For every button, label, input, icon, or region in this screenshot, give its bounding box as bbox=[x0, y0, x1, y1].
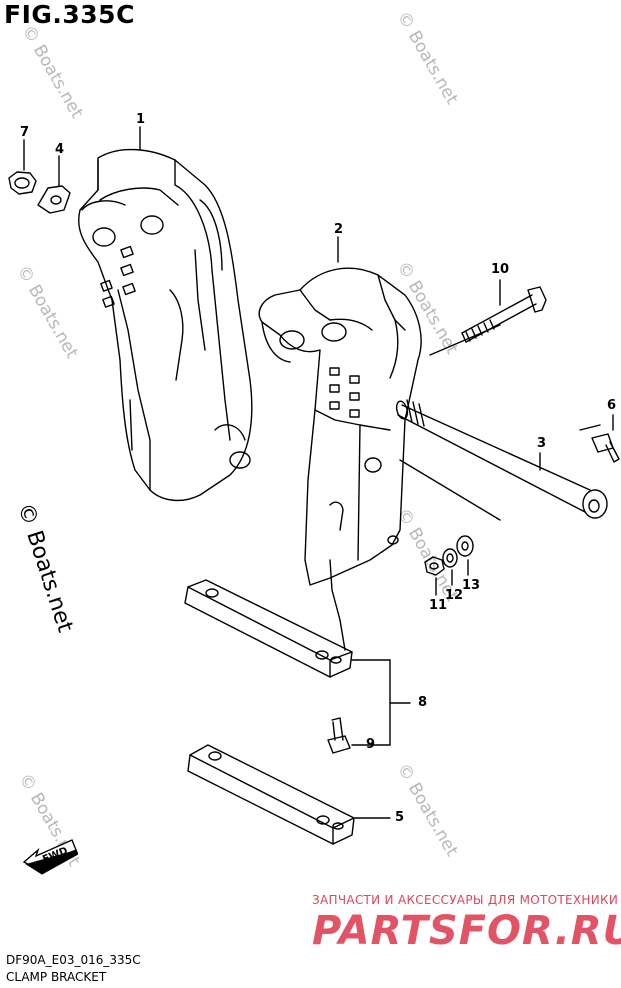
callout-3: 3 bbox=[537, 436, 547, 451]
callout-8: 8 bbox=[418, 695, 428, 710]
part-5-anode-lower bbox=[187, 744, 355, 845]
part-7-nut bbox=[8, 171, 37, 195]
part-13-washer bbox=[456, 535, 474, 557]
figure-caption: CLAMP BRACKET bbox=[6, 970, 107, 984]
callout-1: 1 bbox=[136, 112, 146, 127]
part-3-tilt-tube bbox=[395, 399, 608, 519]
part-6-screw bbox=[579, 424, 620, 463]
callout-2: 2 bbox=[334, 222, 344, 237]
callout-5: 5 bbox=[395, 810, 405, 825]
callout-12: 12 bbox=[445, 588, 464, 603]
part-1-clamp-bracket-left bbox=[78, 148, 253, 502]
figure-title: FIG.335C bbox=[4, 0, 135, 29]
figure-code: DF90A_E03_016_335C bbox=[6, 953, 141, 967]
part-12-washer bbox=[442, 548, 458, 568]
callout-11: 11 bbox=[429, 598, 448, 613]
callout-7: 7 bbox=[20, 125, 30, 140]
part-8-anode-upper bbox=[184, 579, 353, 678]
callout-6: 6 bbox=[607, 398, 617, 413]
callout-9: 9 bbox=[366, 737, 376, 752]
part-4-plate bbox=[37, 185, 71, 214]
promo-logo[interactable]: PARTSFOR.RU bbox=[312, 908, 621, 954]
promo-tagline: ЗАПЧАСТИ И АКСЕССУАРЫ ДЛЯ МОТОТЕХНИКИ bbox=[312, 893, 619, 907]
callout-4: 4 bbox=[55, 142, 65, 157]
forward-arrow-icon: FWD bbox=[22, 839, 78, 875]
callout-13: 13 bbox=[462, 578, 481, 593]
part-2-clamp-bracket-right bbox=[258, 267, 422, 651]
part-11-nut bbox=[424, 556, 445, 576]
callout-10: 10 bbox=[491, 262, 510, 277]
part-9-bolt bbox=[327, 717, 351, 754]
part-10-bolt bbox=[461, 286, 547, 343]
